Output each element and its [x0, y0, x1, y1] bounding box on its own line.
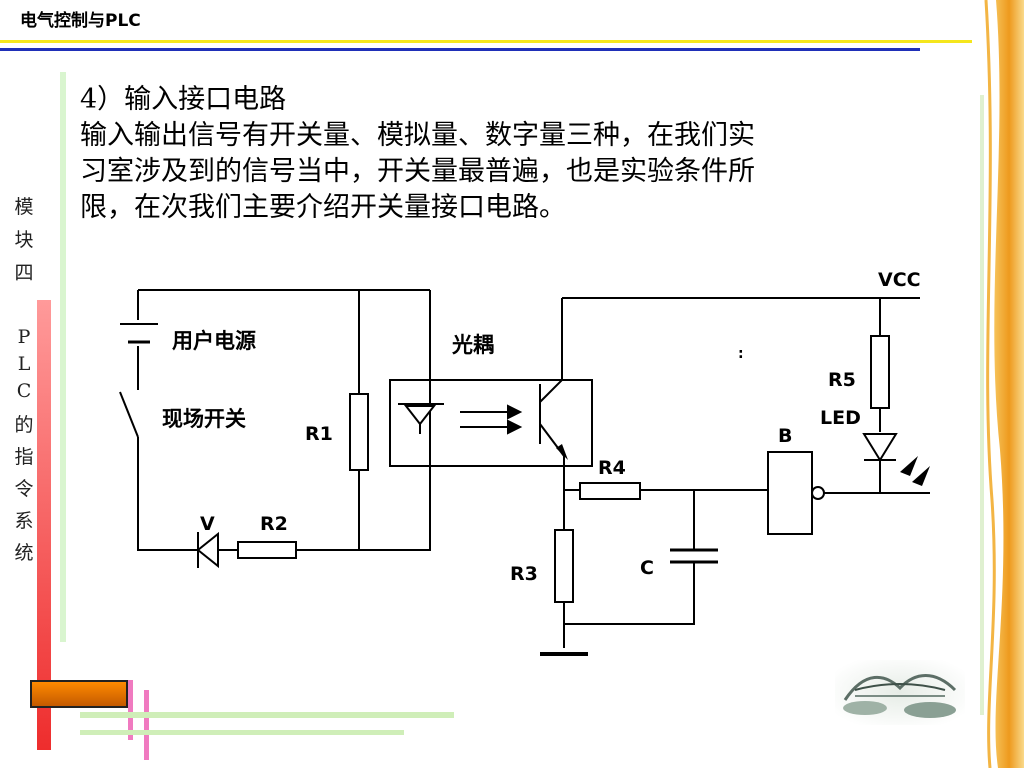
label-r3: R3 [510, 563, 538, 585]
label-r1: R1 [305, 423, 333, 445]
bottom-pink-bar [128, 680, 133, 740]
side-char: 四 [14, 262, 34, 284]
side-char: 统 [14, 542, 34, 564]
label-v: V [200, 513, 215, 535]
label-r5: R5 [828, 369, 856, 391]
output-led-icon [862, 433, 930, 486]
bottom-pink-bar [144, 690, 149, 760]
label-optocoupler: 光耦 [451, 333, 494, 357]
resistor-r2 [237, 541, 297, 559]
side-char: P [17, 326, 31, 348]
resistor-r1 [349, 393, 369, 471]
right-decorative-band [984, 0, 1024, 768]
side-char: C [16, 380, 32, 402]
header-yellow-rule [0, 40, 972, 43]
bottom-green-bar [80, 730, 404, 735]
label-led: LED [820, 407, 861, 429]
side-char: 的 [14, 414, 34, 436]
body-line: 输入输出信号有开关量、模拟量、数字量三种，在我们实 [80, 120, 755, 151]
diode-v [196, 531, 219, 569]
landscape-bridge-image [835, 660, 965, 725]
side-char: L [17, 353, 31, 375]
stray-mark: : [738, 346, 744, 362]
side-char: 模 [14, 196, 34, 218]
header-title: 电气控制与PLC [20, 11, 141, 31]
right-green-rule [980, 95, 984, 715]
bottom-green-bar [80, 712, 454, 718]
resistor-r4 [579, 482, 641, 500]
label-c: C [640, 557, 654, 579]
left-green-bar [60, 72, 66, 642]
label-vcc: VCC [878, 269, 921, 291]
label-b: B [778, 425, 792, 447]
body-line: 限，在次我们主要介绍开关量接口电路。 [80, 192, 566, 223]
main-text: 4）输入接口电路 输入输出信号有开关量、模拟量、数字量三种，在我们实 习室涉及到… [80, 82, 950, 226]
side-char: 指 [14, 446, 34, 468]
side-char: 块 [14, 229, 34, 251]
side-char: 系 [14, 510, 34, 532]
label-r4: R4 [598, 457, 626, 479]
bottom-orange-bar [30, 680, 128, 708]
input-interface-circuit-diagram: 用户电源 现场开关 R1 V R2 光耦 R4 R3 C B VCC R5 LE… [119, 269, 930, 656]
opto-light-arrows-icon [460, 404, 523, 435]
opto-led-icon [403, 405, 437, 426]
label-field-switch: 现场开关 [162, 407, 246, 431]
label-r2: R2 [260, 513, 288, 535]
left-red-bar [37, 300, 51, 750]
section-heading: 4）输入接口电路 [80, 84, 287, 115]
side-char: 令 [14, 478, 34, 500]
field-switch-lever [119, 391, 139, 438]
header-blue-rule [0, 48, 920, 51]
resistor-r5 [870, 335, 890, 409]
resistor-r3 [554, 529, 574, 603]
label-user-power: 用户电源 [172, 329, 256, 353]
transistor-arrow-icon [556, 444, 568, 460]
body-line: 习室涉及到的信号当中，开关量最普遍，也是实验条件所 [80, 156, 755, 187]
